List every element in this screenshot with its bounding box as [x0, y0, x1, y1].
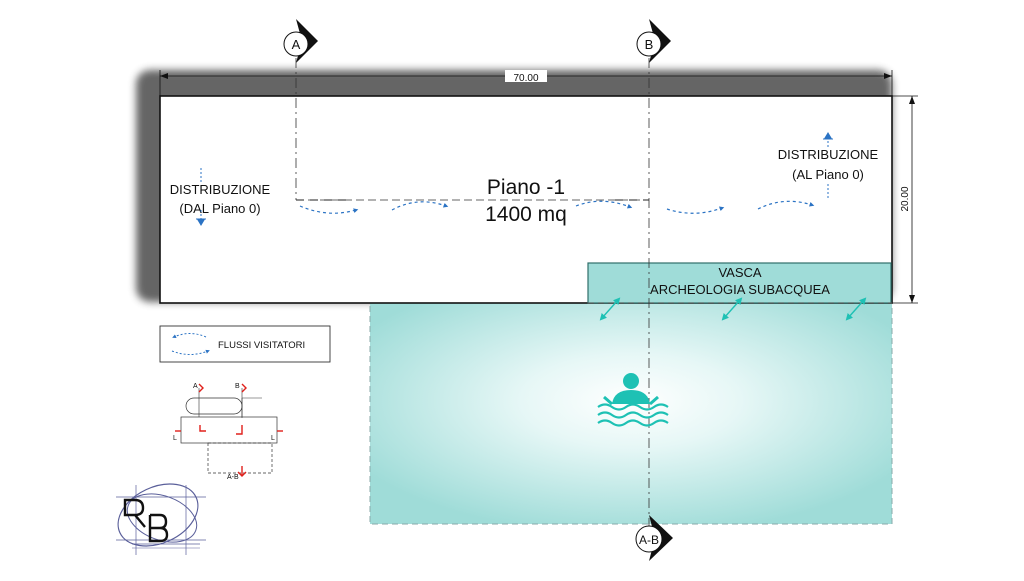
swimmer-icon	[597, 373, 669, 427]
architect-logo	[116, 483, 206, 555]
distribution-right-line1: DISTRIBUZIONE	[778, 147, 879, 162]
stair-arrow-right-icon	[823, 132, 833, 199]
legend: FLUSSI VISITATORI	[159, 325, 331, 363]
dimension-width-label: 70.00	[513, 73, 538, 84]
pool-title-line2: ARCHEOLOGIA SUBACQUEA	[650, 282, 830, 297]
key-plan-icon: A B A-B L L	[173, 383, 283, 481]
key-plan-label-l2: L	[271, 435, 275, 442]
section-marker-ab: A-B	[635, 515, 673, 561]
pool-arrow-1	[599, 297, 621, 321]
section-marker-b-label: B	[645, 37, 654, 52]
pool-title-line1: VASCA	[718, 265, 761, 280]
pool-arrow-2	[721, 297, 743, 321]
floor-plan	[159, 95, 893, 304]
plan-title: Piano -1	[487, 176, 565, 199]
dimension-top: 70.00	[159, 70, 893, 96]
section-marker-ab-label: A-B	[639, 533, 659, 547]
key-plan-label-ab: A-B	[227, 474, 239, 481]
dimension-height-label: 20.00	[900, 186, 911, 211]
visitor-flow-arrows-icon	[171, 333, 210, 355]
visitor-flow-path	[299, 200, 815, 214]
dimension-right: 20.00	[892, 95, 918, 304]
stair-arrow-left-icon	[196, 168, 206, 226]
flow-arrow-3	[575, 200, 633, 209]
key-plan-label-b: B	[235, 383, 240, 390]
flow-arrow-5	[757, 200, 815, 210]
distribution-left-line2: (DAL Piano 0)	[179, 201, 260, 216]
section-lines	[295, 58, 650, 530]
pool-arrow-3	[845, 297, 867, 321]
pool-access-arrows	[599, 297, 867, 321]
section-marker-a: A	[283, 19, 318, 63]
key-plan-label-l1: L	[173, 435, 177, 442]
plan-area: 1400 mq	[485, 203, 567, 226]
distribution-right-line2: (AL Piano 0)	[792, 167, 864, 182]
key-plan-label-a: A	[193, 383, 198, 390]
legend-label: FLUSSI VISITATORI	[218, 340, 305, 351]
distribution-left-line1: DISTRIBUZIONE	[170, 182, 271, 197]
section-marker-b: B	[636, 19, 671, 63]
section-marker-a-label: A	[292, 37, 301, 52]
